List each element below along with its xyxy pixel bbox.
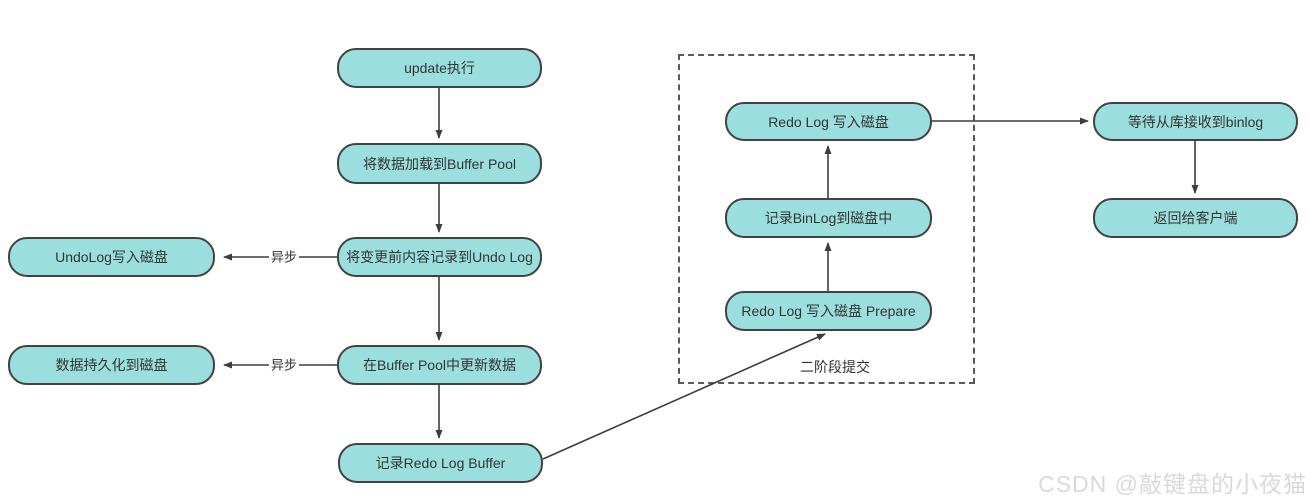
node-return-client: 返回给客户端	[1093, 198, 1298, 238]
node-update: update执行	[337, 48, 542, 88]
node-data-persist-disk: 数据持久化到磁盘	[8, 345, 215, 385]
edge-label-async-undo: 异步	[268, 249, 300, 265]
node-load-buffer-pool: 将数据加载到Buffer Pool	[337, 143, 542, 184]
node-record-redo-log-buffer: 记录Redo Log Buffer	[338, 443, 543, 483]
node-redo-log-write-disk: Redo Log 写入磁盘	[725, 102, 932, 141]
node-update-in-buffer-pool: 在Buffer Pool中更新数据	[337, 345, 542, 385]
node-record-binlog: 记录BinLog到磁盘中	[725, 198, 932, 238]
two-phase-commit-group	[678, 54, 975, 384]
node-wait-slave-binlog: 等待从库接收到binlog	[1093, 102, 1298, 141]
node-redo-log-prepare: Redo Log 写入磁盘 Prepare	[725, 291, 932, 331]
edge-label-async-persist: 异步	[268, 357, 300, 373]
two-phase-commit-label: 二阶段提交	[800, 359, 870, 375]
node-record-undo-log: 将变更前内容记录到Undo Log	[337, 237, 542, 277]
arrow-redobuffer-to-prepare	[542, 333, 826, 460]
csdn-watermark: CSDN @敲键盘的小夜猫	[1038, 471, 1307, 497]
node-undolog-write-disk: UndoLog写入磁盘	[8, 237, 215, 277]
